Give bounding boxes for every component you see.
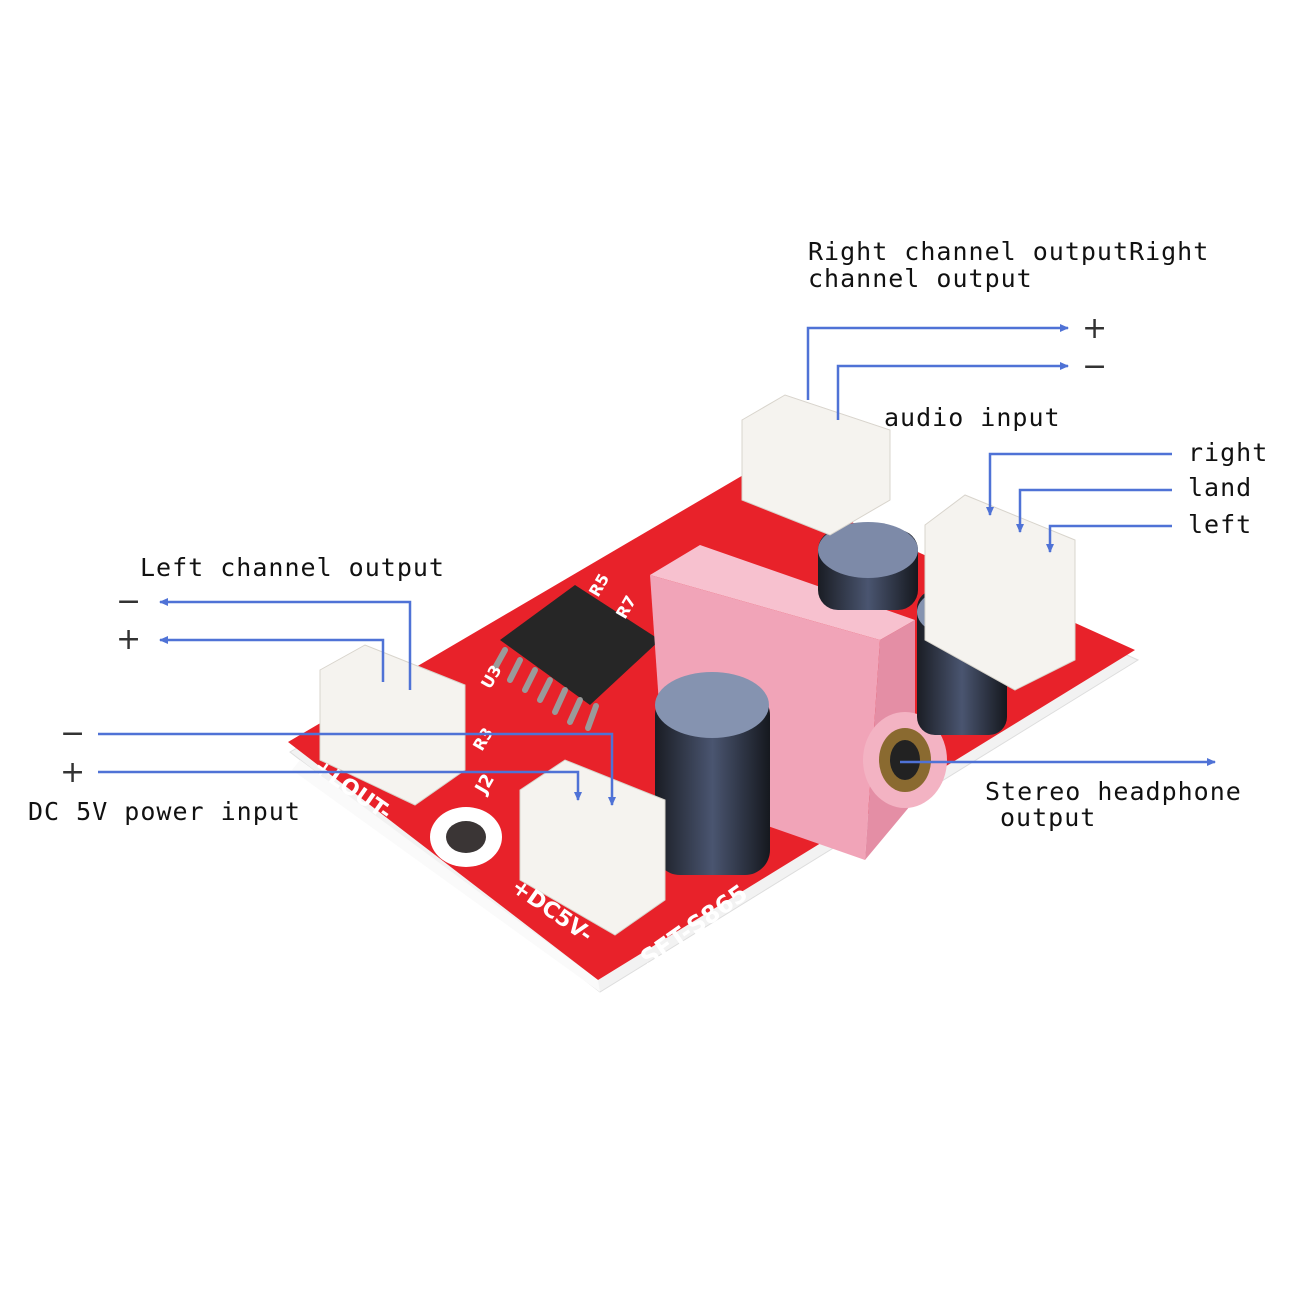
label-stereo-headphone-1: Stereo headphone [985, 777, 1242, 806]
sign-dc-plus: + [60, 755, 86, 790]
arrow-audio-left [1046, 524, 1172, 553]
sign-left-plus: + [116, 622, 142, 657]
arrow-right-plus [806, 324, 1069, 400]
label-stereo-headphone-2: output [1000, 803, 1097, 832]
label-right: right [1188, 438, 1269, 467]
sign-left-minus: − [116, 584, 142, 619]
label-left-channel-output: Left channel output [140, 553, 445, 582]
sign-right-plus: + [1082, 311, 1108, 346]
label-left: left [1188, 510, 1253, 539]
label-land: land [1188, 473, 1253, 502]
ic-chip [492, 585, 660, 731]
label-dc-power-input: DC 5V power input [28, 797, 301, 826]
arrow-right-minus [836, 362, 1069, 420]
arrow-audio-land [1016, 488, 1172, 533]
arrow-audio-right [986, 452, 1172, 516]
arrow-left-minus [159, 598, 412, 690]
label-right-channel-output-2: channel output [808, 264, 1033, 293]
arrow-dc-plus [98, 770, 582, 801]
arrow-left-plus [159, 636, 385, 682]
sign-right-minus: − [1082, 349, 1108, 384]
connectors [319, 394, 1076, 936]
label-audio-input: audio input [884, 403, 1061, 432]
label-right-channel-output-1: Right channel outputRight [808, 237, 1210, 266]
annotation-arrows [98, 324, 1216, 806]
arrow-dc-minus [98, 732, 616, 806]
sign-dc-minus: − [60, 716, 86, 751]
mounting-hole [430, 807, 502, 867]
